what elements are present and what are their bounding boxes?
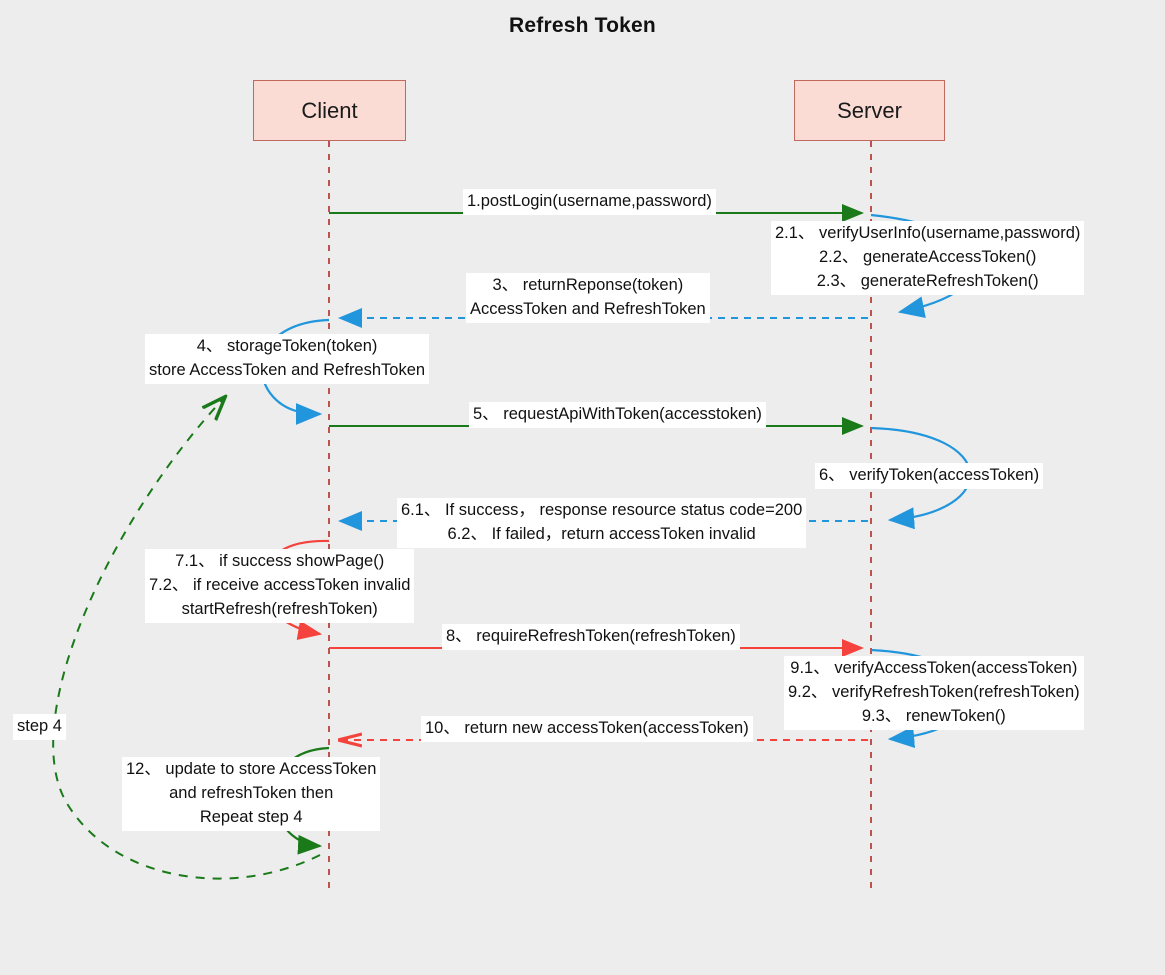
- message-label-12: 12、 update to store AccessToken and refr…: [122, 757, 381, 831]
- participant-server-label: Server: [837, 97, 902, 123]
- arrow-message-4-selfcall: [260, 318, 330, 425]
- loop-label-step4: step 4: [13, 714, 66, 740]
- participant-server[interactable]: Server: [794, 80, 945, 141]
- page-title: Refresh Token: [509, 14, 656, 37]
- message-label-4: 4、 storageToken(token) store AccessToken…: [145, 334, 430, 384]
- message-label-1: 1.postLogin(username,password): [463, 189, 716, 215]
- message-label-2: 2.1、 verifyUserInfo(username,password) 2…: [771, 221, 1085, 295]
- message-label-5: 5、 requestApiWithToken(accesstoken): [469, 402, 766, 428]
- message-label-6: 6、 verifyToken(accessToken): [815, 463, 1044, 489]
- message-label-9: 9.1、 verifyAccessToken(accessToken) 9.2、…: [784, 656, 1084, 730]
- message-label-10: 10、 return new accessToken(accessToken): [421, 716, 753, 742]
- participant-client[interactable]: Client: [253, 80, 406, 141]
- message-label-7: 7.1、 if success showPage() 7.2、 if recei…: [145, 549, 415, 623]
- arrow-loop-step4: [52, 398, 321, 880]
- message-label-3: 3、 returnReponse(token) AccessToken and …: [466, 273, 710, 323]
- participant-client-label: Client: [301, 97, 358, 123]
- message-label-6-response: 6.1、 If success， response resource statu…: [397, 498, 807, 548]
- message-label-8: 8、 requireRefreshToken(refreshToken): [442, 624, 740, 650]
